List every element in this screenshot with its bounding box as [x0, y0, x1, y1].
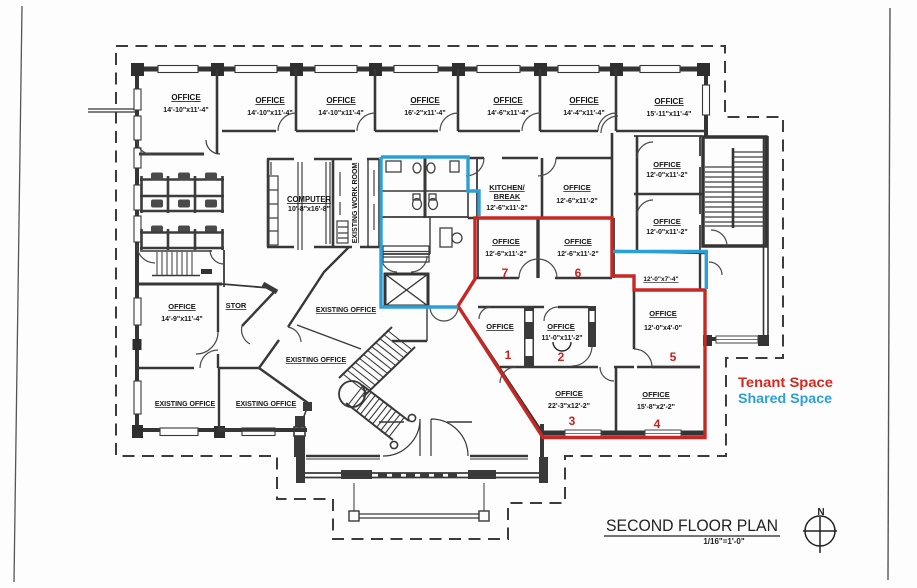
svg-text:OFFICE: OFFICE [326, 96, 356, 105]
svg-text:BREAK: BREAK [494, 192, 521, 201]
svg-text:OFFICE: OFFICE [564, 237, 592, 246]
svg-text:N: N [817, 507, 824, 518]
svg-text:14'-10"x11'-4": 14'-10"x11'-4" [163, 107, 208, 114]
svg-text:Tenant Space: Tenant Space [738, 375, 834, 390]
svg-text:4: 4 [654, 417, 661, 431]
svg-text:12'-0"x11'-2": 12'-0"x11'-2" [646, 229, 688, 236]
svg-text:SECOND FLOOR PLAN: SECOND FLOOR PLAN [606, 517, 778, 535]
svg-text:OFFICE: OFFICE [547, 322, 575, 331]
svg-text:14'-9"x11'-4": 14'-9"x11'-4" [161, 316, 203, 323]
svg-text:12'-6"x11'-2": 12'-6"x11'-2" [485, 251, 527, 258]
svg-text:COMPUTER: COMPUTER [287, 195, 331, 204]
svg-text:12'-6"x11'-2": 12'-6"x11'-2" [556, 198, 598, 205]
svg-text:OFFICE: OFFICE [486, 322, 514, 331]
svg-text:1: 1 [505, 348, 512, 362]
svg-text:14'-10"x11'-4": 14'-10"x11'-4" [318, 110, 363, 117]
svg-text:12'-0"x7'-4": 12'-0"x7'-4" [643, 276, 678, 283]
svg-text:Shared Space: Shared Space [738, 391, 833, 406]
svg-text:EXISTING OFFICE: EXISTING OFFICE [286, 357, 347, 364]
svg-text:EXISTING WORK ROOM: EXISTING WORK ROOM [352, 163, 359, 244]
svg-text:OFFICE: OFFICE [410, 96, 440, 105]
svg-text:3: 3 [569, 414, 576, 428]
svg-text:OFFICE: OFFICE [653, 217, 681, 226]
svg-text:14'-10"x11'-4": 14'-10"x11'-4" [247, 110, 292, 117]
svg-text:EXISTING OFFICE: EXISTING OFFICE [155, 401, 216, 408]
svg-text:5: 5 [670, 350, 677, 364]
svg-text:2: 2 [558, 350, 565, 364]
svg-text:15'-11"x11'-4": 15'-11"x11'-4" [646, 111, 691, 118]
svg-text:12'-6"x11'-2": 12'-6"x11'-2" [486, 205, 528, 212]
svg-text:6: 6 [575, 266, 582, 280]
svg-text:OFFICE: OFFICE [168, 302, 196, 311]
svg-text:EXISTING OFFICE: EXISTING OFFICE [236, 401, 297, 408]
svg-text:STOR: STOR [226, 301, 247, 310]
svg-text:OFFICE: OFFICE [569, 96, 599, 105]
svg-text:7: 7 [502, 266, 509, 280]
svg-text:16'-2"x11'-4": 16'-2"x11'-4" [404, 110, 446, 117]
svg-text:KITCHEN/: KITCHEN/ [489, 183, 525, 192]
svg-text:12'-0"x11'-2": 12'-0"x11'-2" [646, 172, 688, 179]
svg-text:OFFICE: OFFICE [171, 93, 201, 102]
svg-text:22'-3"x12'-2": 22'-3"x12'-2" [548, 403, 590, 410]
svg-text:11'-0"x11'-2": 11'-0"x11'-2" [541, 335, 582, 342]
svg-text:OFFICE: OFFICE [492, 237, 520, 246]
svg-text:OFFICE: OFFICE [649, 309, 677, 318]
svg-text:12'-0"x4'-0": 12'-0"x4'-0" [644, 325, 682, 332]
svg-text:14'-6"x11'-4": 14'-6"x11'-4" [487, 110, 529, 117]
svg-text:OFFICE: OFFICE [493, 96, 523, 105]
svg-text:OFFICE: OFFICE [555, 389, 583, 398]
svg-text:OFFICE: OFFICE [563, 183, 591, 192]
svg-text:10'-8"x16'-8": 10'-8"x16'-8" [288, 206, 330, 213]
svg-text:OFFICE: OFFICE [654, 97, 684, 106]
svg-text:OFFICE: OFFICE [642, 390, 670, 399]
svg-text:14'-4"x11'-4": 14'-4"x11'-4" [563, 110, 605, 117]
svg-text:OFFICE: OFFICE [255, 96, 285, 105]
svg-text:EXISTING OFFICE: EXISTING OFFICE [316, 307, 377, 314]
svg-text:15'-8"x2'-2": 15'-8"x2'-2" [637, 404, 675, 411]
svg-text:OFFICE: OFFICE [653, 160, 681, 169]
svg-text:12'-6"x11'-2": 12'-6"x11'-2" [557, 251, 599, 258]
svg-text:1/16"=1'-0": 1/16"=1'-0" [703, 537, 745, 546]
